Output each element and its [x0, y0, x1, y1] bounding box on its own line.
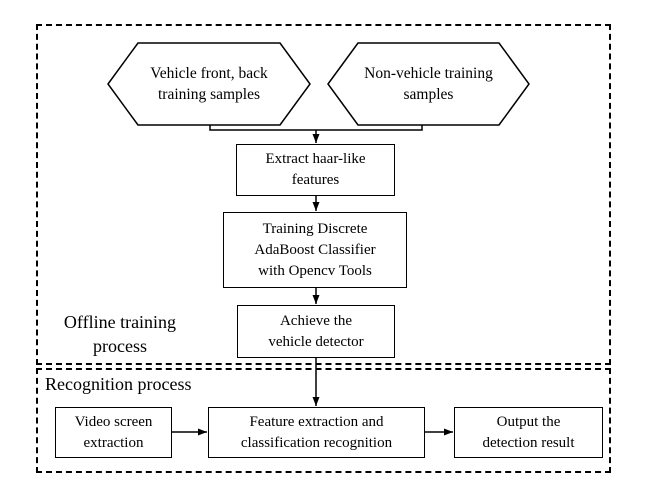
- vehicle-samples-label: Vehicle front, back training samples: [150, 65, 268, 103]
- recognition-region: [36, 368, 611, 473]
- feature-classification-box: Feature extraction and classification re…: [208, 407, 425, 458]
- nonvehicle-samples-label: Non-vehicle training samples: [364, 65, 493, 103]
- vehicle-samples-hexagon: [107, 42, 311, 126]
- achieve-detector-box: Achieve the vehicle detector: [237, 305, 395, 358]
- offline-training-label: Offline training process: [63, 312, 177, 356]
- recognition-process-label: Recognition process: [45, 374, 192, 394]
- extract-features-box: Extract haar-like features: [236, 144, 395, 196]
- training-box: Training Discrete AdaBoost Classifier wi…: [223, 212, 407, 288]
- output-result-box: Output the detection result: [454, 407, 603, 458]
- nonvehicle-samples-hexagon: [327, 42, 530, 126]
- offline-training-region: [36, 24, 611, 365]
- video-extraction-box: Video screen extraction: [55, 407, 172, 458]
